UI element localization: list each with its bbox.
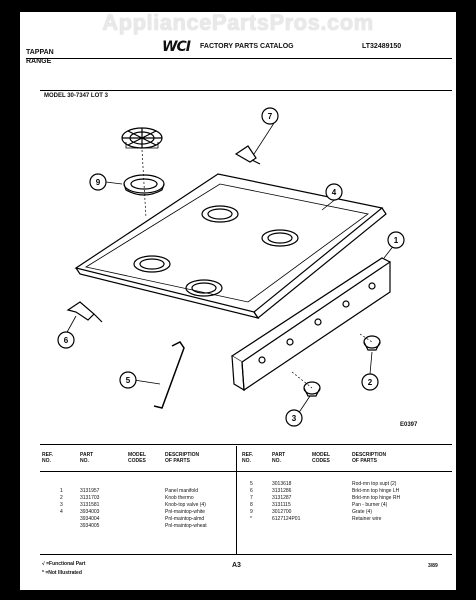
table-divider: [236, 446, 237, 554]
catalog-title: FACTORY PARTS CATALOG: [200, 43, 294, 50]
burner-pan: [123, 174, 165, 196]
model-label: MODEL 30-7347 LOT 3: [44, 93, 108, 99]
hinge-lh: [66, 301, 103, 323]
support-rod: [153, 341, 185, 409]
valve-knob: [303, 381, 321, 397]
hinge-rh: [234, 145, 261, 165]
page-number: A3: [232, 562, 241, 569]
callout-2: 2: [368, 378, 373, 387]
callout-7: 7: [268, 112, 273, 121]
brand-line-2: RANGE: [26, 58, 52, 65]
not-illustrated-note: * =Not Illustrated: [42, 570, 82, 576]
parts-diagram: 9 7 4 1 2 3 5 6: [57, 107, 405, 427]
wci-logo: WCI: [162, 39, 191, 55]
grate: [121, 127, 163, 149]
thermo-knob: [363, 335, 381, 351]
page-date: 3/89: [428, 563, 438, 569]
brand-block: TAPPAN RANGE: [26, 48, 54, 66]
callout-4: 4: [332, 188, 337, 197]
model-rule: [40, 90, 452, 91]
callout-3: 3: [292, 414, 297, 423]
col-ref-left: REF.NO.: [42, 452, 53, 464]
doc-number: LT32489150: [362, 43, 402, 50]
table-header-rule: [40, 471, 452, 472]
callout-5: 5: [126, 376, 131, 385]
manifold-panel: [230, 257, 392, 392]
table-top-rule: [40, 444, 452, 445]
callout-circles: [57, 107, 405, 427]
burner-openings: [133, 205, 299, 297]
functional-part-note: √ =Functional Part: [42, 561, 86, 567]
callout-6: 6: [64, 336, 69, 345]
brand-line-1: TAPPAN: [26, 49, 54, 56]
diagram-code: E0397: [400, 422, 418, 428]
table-bottom-rule: [40, 554, 452, 555]
header-rule: [26, 58, 452, 59]
watermark: AppliancePartsPros.com: [102, 10, 374, 35]
callout-9: 9: [96, 178, 101, 187]
col-ref-right: REF.NO.: [242, 452, 253, 464]
callout-1: 1: [394, 236, 399, 245]
